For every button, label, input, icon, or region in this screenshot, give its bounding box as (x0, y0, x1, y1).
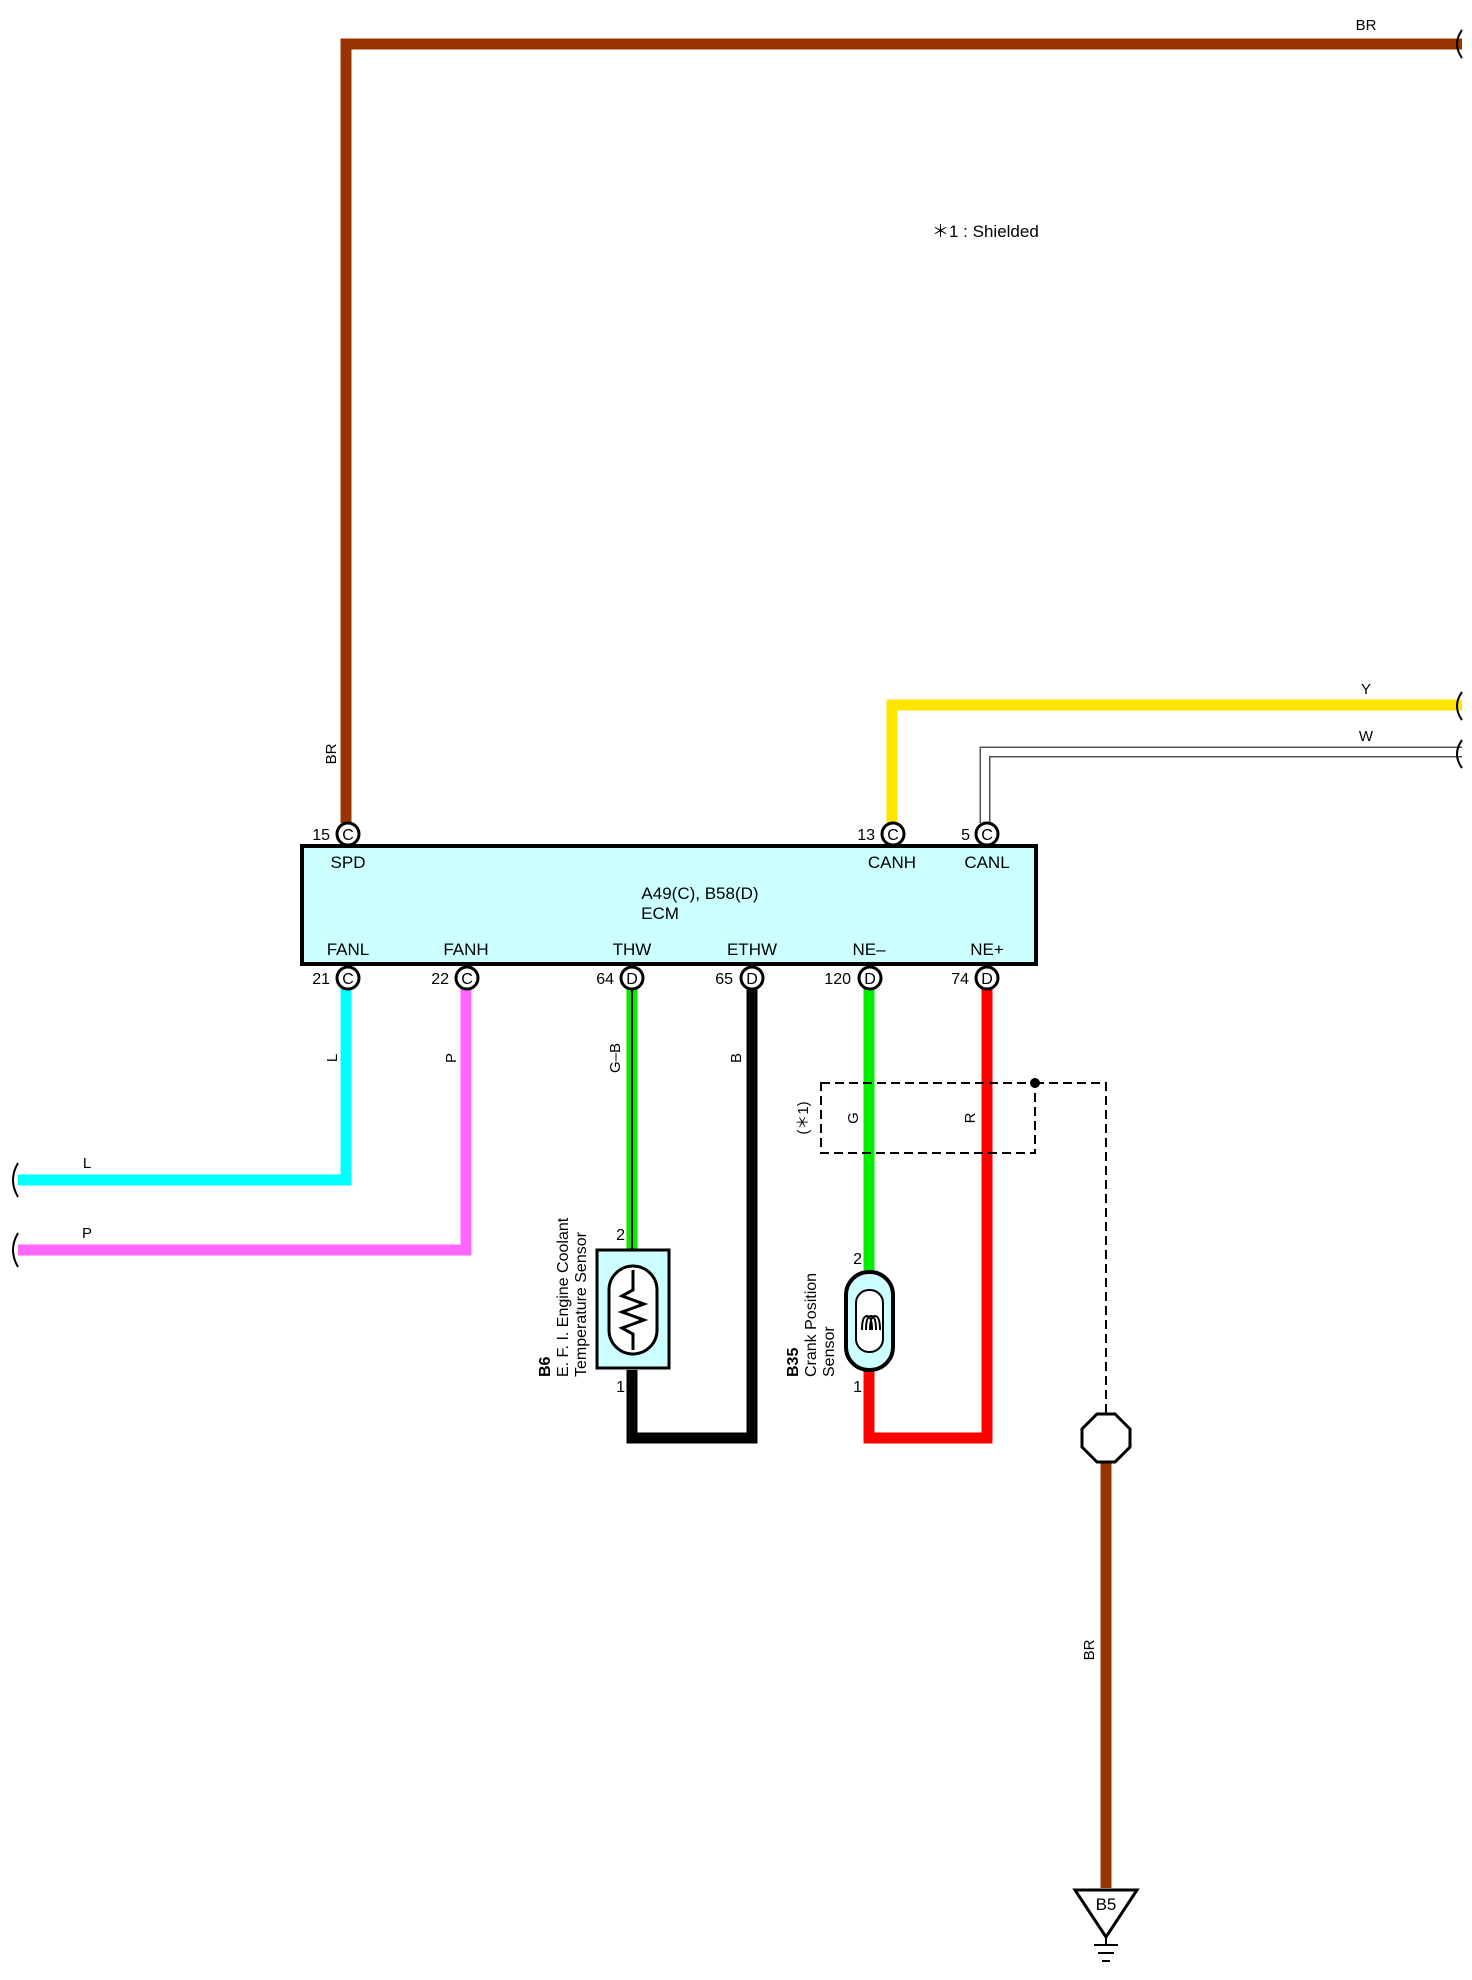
terminal-thw: D (619, 965, 645, 991)
wire-label-b: B (728, 1053, 745, 1063)
terminal-nep: D (974, 965, 1000, 991)
wire-break-w (1456, 739, 1463, 769)
terminal-ethw: D (739, 965, 765, 991)
terminal-name-ethw: ETHW (727, 940, 777, 959)
terminal-name-nep: NE+ (970, 940, 1004, 959)
ecm-box (300, 844, 1038, 966)
svg-text:D: D (746, 971, 758, 988)
pin-nep: 74 (951, 971, 969, 988)
wire-label-br-ground: BR (1081, 1639, 1098, 1660)
wire-label-br-vert: BR (323, 743, 340, 764)
wire-label-w: W (1359, 728, 1374, 745)
wire-label-p-horiz: P (82, 1225, 92, 1242)
shield-junction-dot (1030, 1078, 1040, 1088)
svg-text:C: C (342, 827, 354, 844)
ckp-sensor (844, 1270, 895, 1372)
shield-box (820, 1082, 1036, 1154)
pin-canl: 5 (961, 827, 970, 844)
terminal-fanh: C (454, 965, 480, 991)
terminal-fanl: C (335, 965, 361, 991)
terminal-canl: C (974, 821, 1000, 847)
wire-break-l (12, 1162, 19, 1198)
terminal-name-canh: CANH (868, 853, 916, 872)
wire-br-spd (340, 38, 1462, 823)
ect-sensor (595, 1248, 671, 1370)
shield-note: ＊1 : Shielded (932, 222, 1039, 241)
ect-sensor-name-1: E. F. I. Engine Coolant (555, 1217, 572, 1377)
wire-b-ethw (626, 985, 758, 1444)
wire-r-nep (863, 985, 993, 1444)
ckp-sensor-name-1: Crank Position (803, 1273, 820, 1377)
thermistor-icon (617, 1270, 649, 1350)
ect-sensor-code: B6 (537, 1356, 554, 1377)
terminal-name-spd: SPD (331, 853, 366, 872)
ect-pin-top: 2 (616, 1227, 625, 1244)
svg-text:D: D (864, 971, 876, 988)
wire-p-fanh (18, 985, 472, 1256)
svg-text:C: C (461, 971, 473, 988)
svg-text:D: D (626, 971, 638, 988)
ckp-sensor-code: B35 (785, 1348, 802, 1377)
terminal-nem: D (857, 965, 883, 991)
ground-label: B5 (1096, 1895, 1117, 1914)
wire-label-y: Y (1361, 681, 1371, 698)
wire-break-br (1456, 29, 1463, 59)
shield-label: (＊1) (795, 1101, 812, 1134)
wire-break-y (1456, 691, 1463, 721)
wire-label-g: G (845, 1112, 862, 1124)
pin-thw: 64 (596, 971, 614, 988)
shield-drain (1035, 1082, 1107, 1416)
wire-label-r: R (962, 1112, 979, 1123)
terminal-name-thw: THW (613, 940, 652, 959)
terminal-name-fanh: FANH (443, 940, 488, 959)
svg-text:D: D (981, 971, 993, 988)
pin-ethw: 65 (715, 971, 733, 988)
svg-text:C: C (887, 827, 899, 844)
wire-label-br-top: BR (1356, 17, 1377, 34)
wire-break-p (12, 1232, 19, 1268)
ecm-name: ECM (641, 904, 679, 923)
wire-label-gb: G–B (607, 1043, 624, 1073)
coil-icon (861, 1314, 881, 1331)
ect-sensor-name-2: Temperature Sensor (573, 1231, 590, 1377)
ckp-pin-top: 2 (853, 1251, 862, 1268)
ect-pin-bottom: 1 (616, 1379, 625, 1396)
wire-label-l-vert: L (324, 1054, 341, 1062)
pin-spd: 15 (312, 827, 330, 844)
wire-label-l-horiz: L (83, 1155, 91, 1172)
wire-w-canl (979, 746, 1462, 823)
wire-l-fanl (18, 985, 352, 1186)
wire-y-canh (886, 699, 1462, 823)
terminal-name-fanl: FANL (327, 940, 370, 959)
terminal-name-nem: NE– (852, 940, 886, 959)
ecm-connector-title: A49(C), B58(D) (641, 884, 758, 903)
terminal-canh: C (880, 821, 906, 847)
terminal-spd: C (335, 821, 361, 847)
pin-fanh: 22 (431, 971, 449, 988)
svg-text:C: C (981, 827, 993, 844)
wire-label-p-vert: P (443, 1053, 460, 1063)
splice-octagon-icon (1080, 1412, 1132, 1464)
pin-fanl: 21 (312, 971, 330, 988)
pin-nem: 120 (824, 971, 851, 988)
terminal-name-canl: CANL (964, 853, 1009, 872)
ckp-sensor-name-2: Sensor (821, 1326, 838, 1377)
ckp-pin-bottom: 1 (853, 1379, 862, 1396)
pin-canh: 13 (857, 827, 875, 844)
svg-text:C: C (342, 971, 354, 988)
ground-triangle-icon (1072, 1888, 1140, 1940)
